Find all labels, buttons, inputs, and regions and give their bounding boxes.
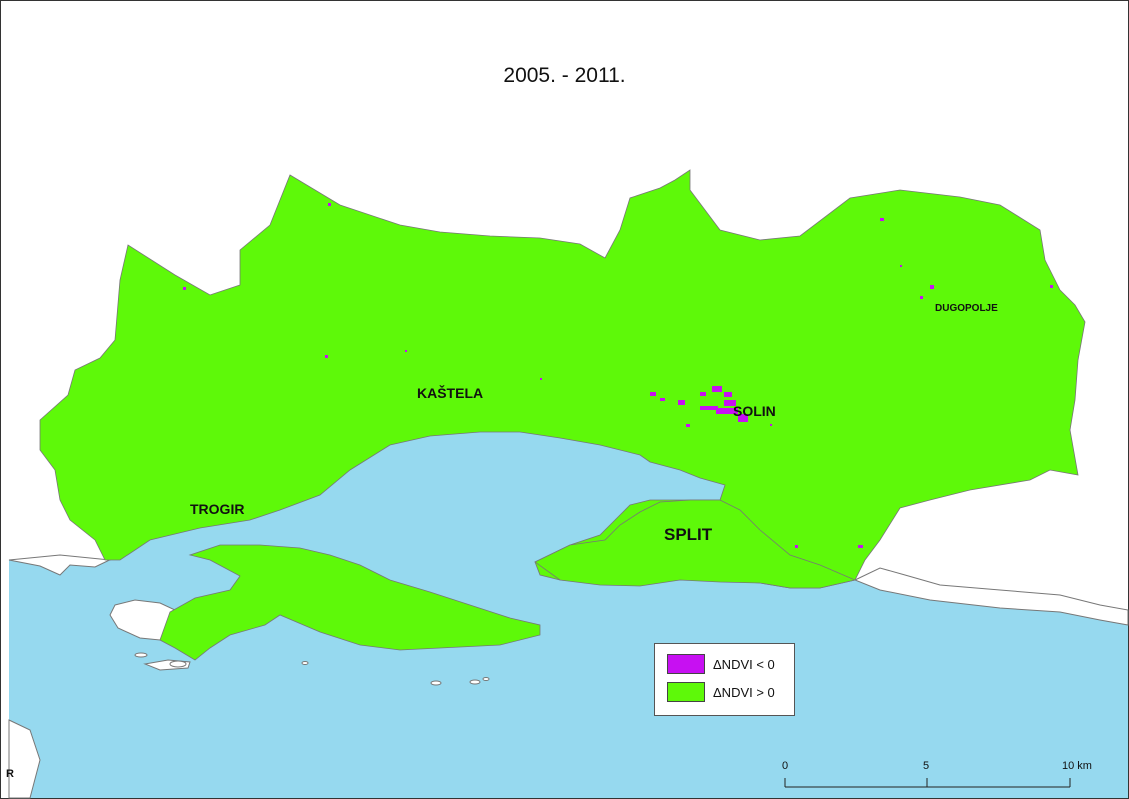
small-islands xyxy=(134,652,490,686)
scale-bar xyxy=(784,778,1071,788)
legend-label-positive: ΔNDVI > 0 xyxy=(713,684,775,700)
place-label-split: SPLIT xyxy=(664,525,713,544)
scale-tick-label-10km: 10 km xyxy=(1062,760,1092,772)
land-white-east xyxy=(853,567,1129,626)
legend-row-positive: ΔNDVI > 0 xyxy=(667,681,775,703)
sea-area xyxy=(9,432,1128,798)
scale-tick-label-5: 5 xyxy=(923,760,930,772)
scale-tick-label-0: 0 xyxy=(782,760,789,772)
island-ciovo xyxy=(159,544,541,661)
legend-row-negative: ΔNDVI < 0 xyxy=(667,653,775,675)
land-white-southwest xyxy=(8,554,121,576)
island-white-small-2 xyxy=(8,719,41,799)
place-label-kastela: KAŠTELA xyxy=(417,385,484,401)
map-legend: ΔNDVI < 0 ΔNDVI > 0 xyxy=(654,643,795,716)
place-label-solin: SOLIN xyxy=(733,403,776,419)
map-title: 2005. - 2011. xyxy=(503,64,626,87)
legend-swatch-positive xyxy=(667,682,705,702)
legend-label-negative: ΔNDVI < 0 xyxy=(713,656,775,672)
place-label-trogir: TROGIR xyxy=(190,501,245,517)
split-peninsula xyxy=(534,499,857,589)
negative-ndvi-patches xyxy=(183,203,1053,548)
place-label-dugopolje: DUGOPOLJE xyxy=(935,303,998,314)
edge-place-label: R xyxy=(6,768,14,780)
legend-swatch-negative xyxy=(667,654,705,674)
mainland-positive-ndvi xyxy=(39,169,1086,589)
